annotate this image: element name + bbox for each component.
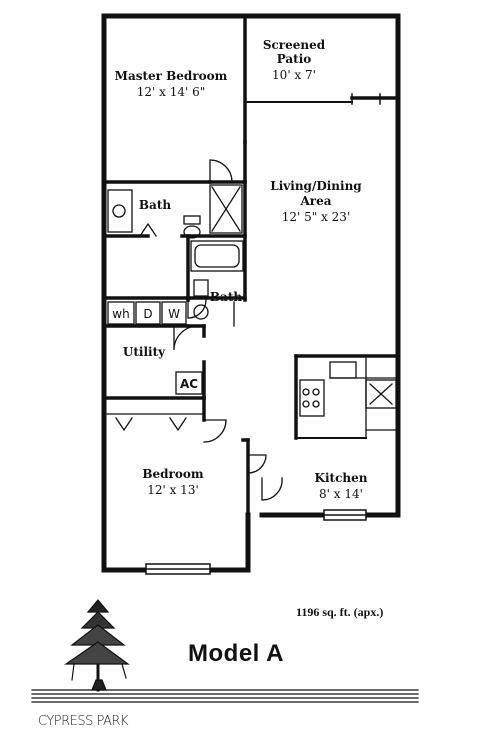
master-bedroom-label: Master Bedroom — [115, 69, 228, 83]
bath-upper-label: Bath — [139, 198, 171, 212]
patio-slider — [351, 93, 381, 105]
bath-lower-fixtures — [190, 240, 244, 327]
bedroom-label: Bedroom — [142, 467, 203, 481]
bath-lower-label: Bath — [210, 290, 242, 304]
brand-name: CYPRESS PARK — [38, 714, 128, 729]
kitchen-size: 8' x 14' — [319, 487, 363, 501]
patio-label-line2: Patio — [277, 52, 312, 66]
living-dining-label-line1: Living/Dining — [270, 179, 362, 193]
kitchen-label: Kitchen — [315, 471, 368, 485]
closet-doors — [103, 413, 205, 432]
laundry-appliances — [107, 301, 203, 395]
washer-label: wh — [112, 307, 129, 321]
cypress-tree-logo — [64, 599, 130, 692]
master-bedroom-size: 12' x 14' 6" — [137, 85, 206, 99]
living-dining-size: 12' 5" x 23' — [282, 210, 351, 224]
kitchen-fixtures — [299, 355, 397, 439]
ac-label: AC — [180, 377, 198, 391]
utility-label: Utility — [123, 345, 166, 359]
square-footage: 1196 sq. ft. (apx.) — [296, 605, 384, 619]
dryer-label: D — [143, 307, 152, 321]
model-title: Model A — [188, 640, 284, 667]
patio-label-line1: Screened — [263, 38, 326, 52]
door-swings — [173, 159, 283, 501]
living-dining-label-line2: Area — [299, 194, 331, 208]
bedroom-size: 12' x 13' — [147, 483, 199, 497]
ground-lines — [31, 689, 419, 703]
bath-upper-fixtures — [107, 184, 243, 239]
water-heater-label: W — [168, 307, 180, 321]
windows — [145, 509, 367, 575]
patio-size: 10' x 7' — [272, 68, 316, 82]
